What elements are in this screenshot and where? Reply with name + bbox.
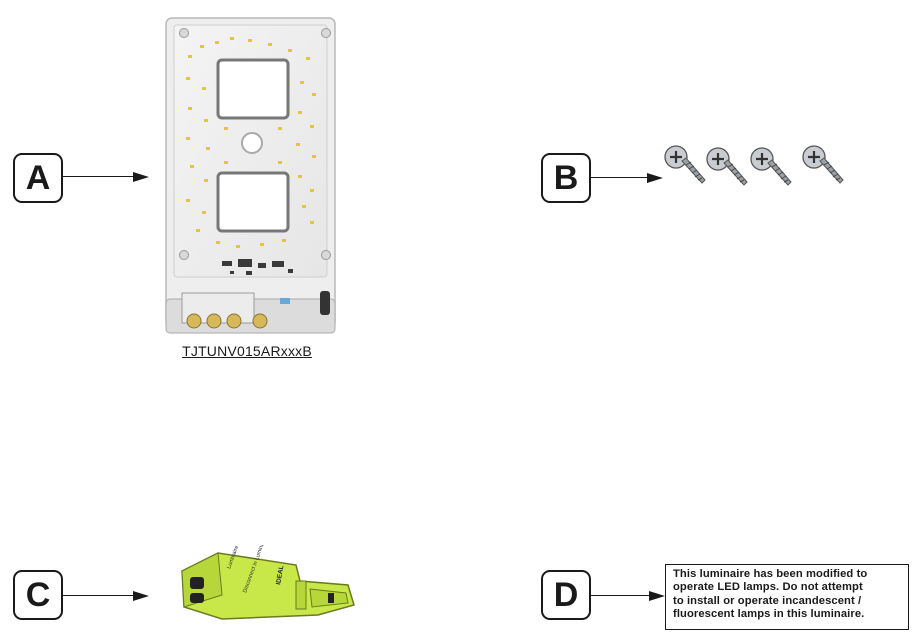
- led-module-part-number: TJTUNV015ARxxxB: [182, 343, 312, 359]
- warning-label: This luminaire has been modified to oper…: [665, 564, 909, 630]
- item-a-badge: A: [13, 153, 63, 203]
- screws-image: [664, 144, 845, 187]
- item-a-letter: A: [25, 159, 51, 197]
- item-b-arrow: [591, 172, 663, 184]
- item-b-badge: B: [541, 153, 591, 203]
- item-a-arrow: [63, 171, 149, 183]
- warning-label-line: to install or operate incandescent /: [673, 594, 862, 607]
- led-module-image: [165, 17, 336, 334]
- item-b-letter: B: [553, 159, 579, 197]
- item-d-letter: D: [553, 576, 579, 614]
- item-c-letter: C: [25, 576, 51, 614]
- warning-label-line: This luminaire has been modified to: [673, 568, 868, 580]
- warning-label-line: fluorescent lamps in this luminaire.: [673, 607, 865, 620]
- item-c-badge: C: [13, 570, 63, 620]
- item-d-badge: D: [541, 570, 591, 620]
- item-d-arrow: [591, 590, 665, 602]
- warning-label-line: operate LED lamps. Do not attempt: [673, 581, 863, 594]
- connector-brand: IDEAL: [275, 565, 285, 585]
- item-c-arrow: [63, 590, 149, 602]
- connector-image: Luminaire Disconnect Disconnect in Lumin…: [181, 545, 355, 620]
